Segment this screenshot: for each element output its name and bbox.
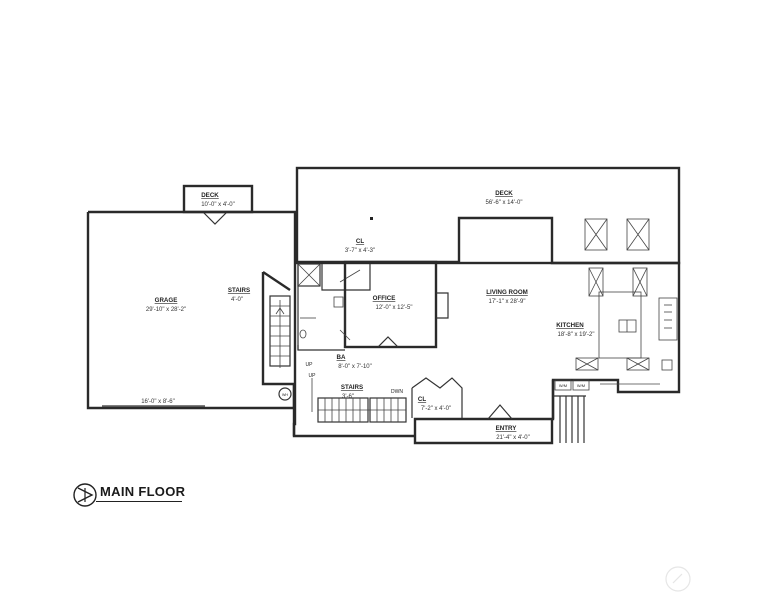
entry-door — [487, 404, 513, 420]
kitchen-area — [554, 267, 678, 391]
ba-name: BA — [337, 354, 346, 361]
deck-small-dims: 10'-0" x 4'-0" — [201, 202, 235, 208]
deck-top-name: DECK — [495, 190, 513, 197]
water-heater: WH — [278, 387, 292, 401]
appliance-label-1: W/M — [559, 383, 567, 388]
grage-dims: 29'-10" x 28'-2" — [146, 307, 186, 313]
mid-stairs-area — [311, 377, 463, 423]
cl-entry-name: CL — [418, 396, 426, 403]
office-name: OFFICE — [373, 295, 396, 302]
wh-label: WH — [282, 393, 288, 397]
ba-dims: 8'-0" x 7'-10" — [338, 364, 372, 370]
plan-title: MAIN FLOOR — [100, 484, 186, 499]
kitchen-name: KITCHEN — [556, 322, 584, 329]
stairs-mid-dims: 3'-6" — [342, 394, 354, 400]
garage-area — [86, 210, 297, 410]
interior-walls — [297, 260, 449, 351]
deck-top-area — [295, 166, 681, 265]
office-dims: 12'-0" x 12'-5" — [376, 305, 413, 311]
up-label-1: UP — [306, 362, 314, 368]
stairs-left-area — [262, 271, 291, 368]
garage-door-dims: 16'-0" x 8'-6" — [141, 399, 175, 405]
cl-top-dims: 3'-7" x 4'-3" — [345, 248, 375, 254]
rear-steps — [553, 395, 586, 443]
down-label: DWN — [391, 389, 403, 395]
stairs-mid-name: STAIRS — [341, 384, 363, 391]
cl-top-name: CL — [356, 238, 364, 245]
entry-name: ENTRY — [496, 425, 518, 432]
deck-small-name: DECK — [201, 192, 219, 199]
cl-entry-dims: 7'-2" x 4'-0" — [421, 406, 451, 412]
title-underline — [96, 501, 182, 502]
north-arrow-icon — [73, 483, 97, 507]
entry-dims: 21'-4" x 4'-0" — [496, 435, 530, 441]
up-label-2: UP — [309, 373, 317, 379]
appliance-label-2: W/M — [577, 383, 585, 388]
living-name: LIVING ROOM — [486, 289, 528, 296]
kitchen-dims: 18'-8" x 19'-2" — [558, 332, 595, 338]
stairs-left-name: STAIRS — [228, 287, 250, 294]
stairs-left-dims: 4'-0" — [231, 297, 243, 303]
watermark-circle-icon — [665, 566, 691, 592]
grage-name: GRAGE — [155, 297, 178, 304]
living-dims: 17'-1" x 28'-9" — [489, 299, 526, 305]
house-outline — [292, 216, 681, 445]
deck-top-dims: 56'-6" x 14'-0" — [486, 200, 523, 206]
